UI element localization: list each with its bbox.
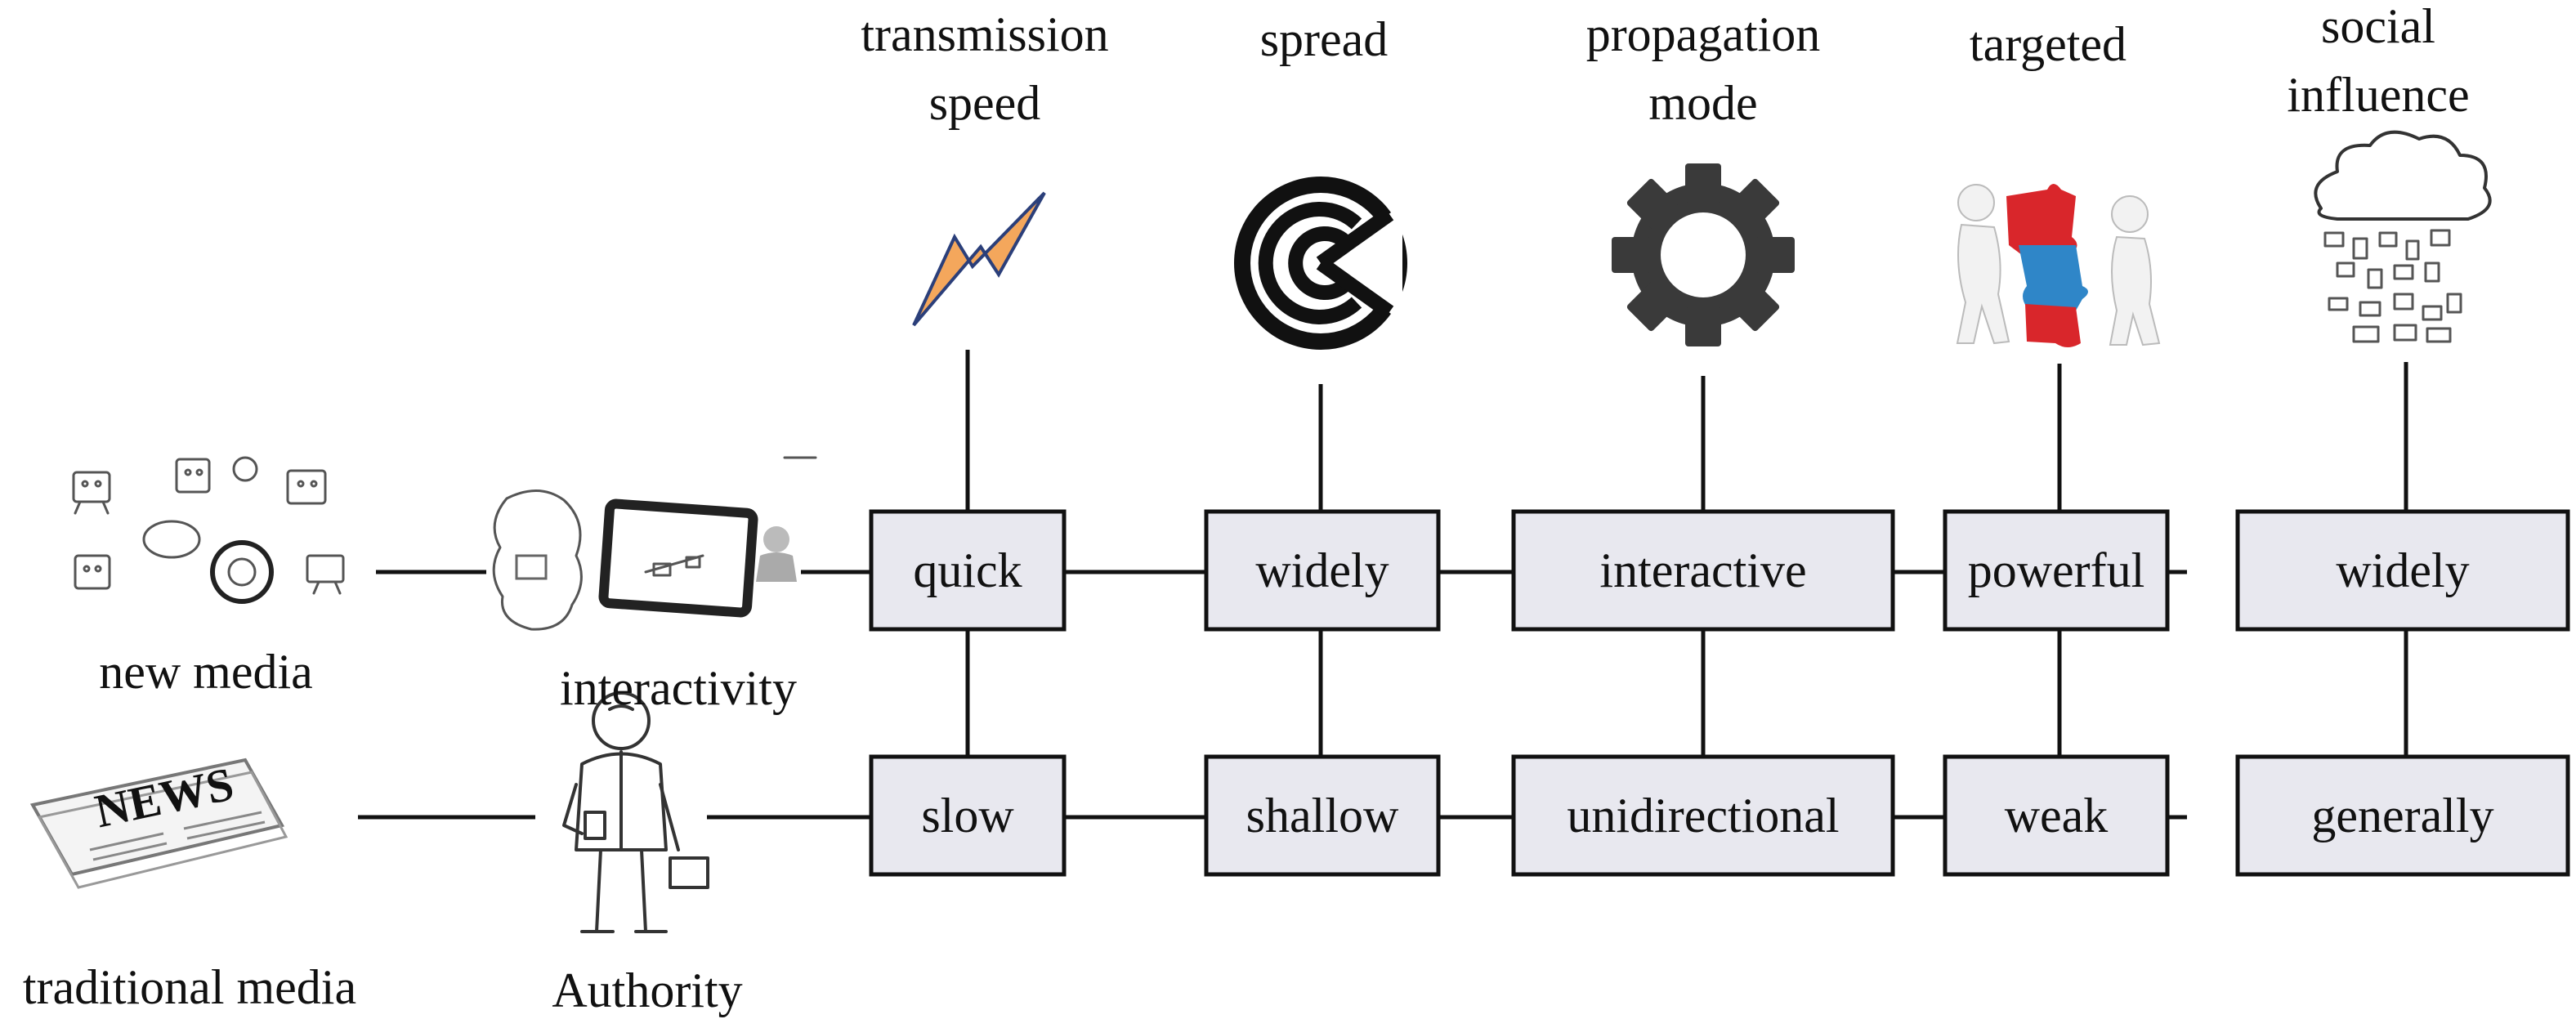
header-mode-line2: mode [1648,76,1757,130]
cell-unidirectional: unidirectional [1567,789,1839,843]
tablet-cloud-icon [492,456,817,631]
cell-quick: quick [913,543,1022,597]
row-label-traditional-media: traditional media [23,960,356,1014]
cell-widely: widely [1255,543,1389,597]
target-circle-icon [1234,177,1407,350]
header-influence-line1: social [2321,0,2435,53]
cell-box-quick [869,509,1067,632]
cell-box-slow [869,754,1067,877]
gear-icon [1612,163,1795,346]
cell-widely-influence: widely [2336,543,2469,597]
header-influence-line2: influence [2287,68,2469,122]
cell-box-weak [1943,754,2170,877]
row-new-media-cells: quick widely interactive powerful widely [869,509,2570,632]
cell-powerful: powerful [1968,543,2145,597]
header-targeted: targeted [1970,17,2127,71]
cell-box-widely [1204,509,1441,632]
column-headers: transmission speed spread propagation mo… [861,0,2469,130]
trait-label-interactivity: interactivity [560,661,797,715]
cell-interactive: interactive [1599,543,1806,597]
newspaper-icon: NEWS [29,757,288,889]
cell-box-interactive [1511,509,1895,632]
header-speed-line1: transmission [861,7,1108,61]
cell-slow: slow [921,789,1014,843]
cell-weak: weak [2005,789,2109,843]
cell-box-generally [2235,754,2570,877]
row-label-new-media: new media [99,645,313,699]
row-traditional-media-cells: slow shallow unidirectional weak general… [869,754,2570,877]
header-speed-line2: speed [929,76,1041,130]
cloud-rain-devices-icon [2314,130,2492,343]
header-spread: spread [1260,12,1389,66]
devices-cartoon-icon [72,456,345,604]
puzzle-people-icon [1956,184,2161,347]
trait-label-authority: Authority [552,963,742,1017]
cell-box-widely-influence [2235,509,2570,632]
cell-box-shallow [1204,754,1441,877]
businessman-icon [562,691,709,933]
cell-box-unidirectional [1511,754,1895,877]
cell-box-powerful [1943,509,2170,632]
cell-generally: generally [2311,789,2493,843]
cell-shallow: shallow [1246,789,1399,843]
lightning-icon [912,191,1046,327]
header-mode-line1: propagation [1586,7,1821,61]
